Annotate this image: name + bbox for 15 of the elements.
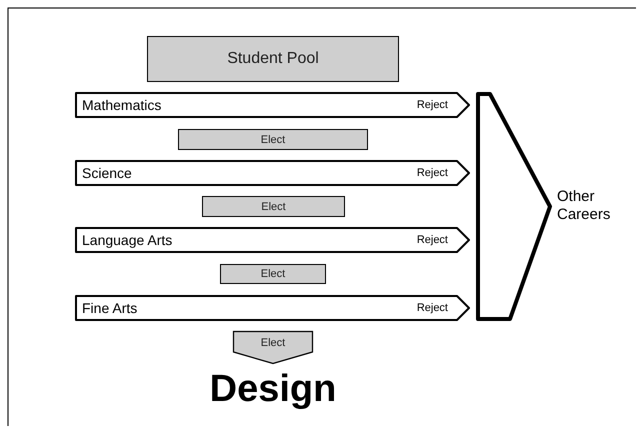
reject-label: Reject [416, 235, 448, 246]
outcome-heading: Design [208, 370, 338, 408]
elect-label: Elect [260, 338, 286, 349]
subject-label: Fine Arts [82, 301, 138, 315]
reject-label: Reject [416, 168, 448, 179]
reject-label: Reject [416, 100, 448, 111]
elect-bar: Elect [202, 196, 345, 217]
elect-bar: Elect [220, 264, 326, 284]
subject-label: Mathematics [82, 98, 162, 112]
subject-label: Science [82, 166, 132, 180]
pool-box: Student Pool [147, 36, 399, 82]
reject-label: Reject [416, 303, 448, 314]
elect-bar: Elect [178, 129, 368, 150]
subject-label: Language Arts [82, 233, 172, 247]
outcome-label: Other Careers [557, 188, 612, 224]
